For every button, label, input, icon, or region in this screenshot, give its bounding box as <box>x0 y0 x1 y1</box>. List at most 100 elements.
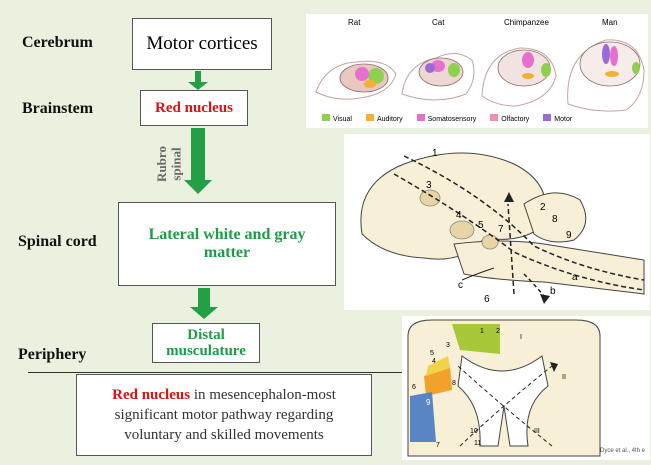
summary-line3: voluntary and skilled movements <box>124 427 324 443</box>
legend-motor: Motor <box>543 114 572 123</box>
distal-line1: Distal <box>187 327 225 343</box>
distal-line2: musculature <box>166 343 246 359</box>
tract-label: Rubro spinal <box>150 140 190 190</box>
rat-visual <box>368 68 384 84</box>
green-lamina <box>452 324 500 354</box>
man-auditory <box>605 71 619 77</box>
summary-box: Red nucleus in mesencephalon-most signif… <box>76 374 372 456</box>
species-legend: Visual Auditory Somatosensory Olfactory … <box>322 114 572 123</box>
cat-visual <box>448 63 460 77</box>
level-cerebrum: Cerebrum <box>22 34 93 51</box>
arrow-cord-to-distal <box>198 288 210 308</box>
cord-label-2: 2 <box>496 328 500 335</box>
brain-label-c: c <box>458 280 463 291</box>
motor-cortices-box: Motor cortices <box>132 18 272 70</box>
arrowhead-up <box>504 192 514 202</box>
brain-label-2: 2 <box>540 202 546 213</box>
cat-motor <box>425 63 435 73</box>
yellow-lamina <box>426 356 450 376</box>
rat-head-outline <box>315 60 397 100</box>
rat-somato <box>355 67 369 81</box>
summary-highlight: Red nucleus <box>112 387 191 403</box>
brain-label-7: 7 <box>498 224 504 235</box>
brain-label-1: 1 <box>432 148 438 159</box>
legend-label-olfactory: Olfactory <box>501 116 530 123</box>
cord-label-10: 10 <box>470 428 478 435</box>
tract-2 <box>393 173 645 291</box>
chimp-visual <box>541 63 551 77</box>
chimp-head-outline <box>481 47 557 107</box>
brain-label-b: b <box>550 286 556 297</box>
cross-arrow <box>550 362 558 372</box>
man-head-outline <box>567 39 645 112</box>
level-periphery: Periphery <box>18 346 87 363</box>
legend-somato: Somatosensory <box>416 114 477 123</box>
arrow-head-3 <box>190 307 218 319</box>
man-brain <box>579 41 641 87</box>
brain-label-4: 4 <box>456 210 462 221</box>
species-brains-svg <box>315 39 645 112</box>
blue-lamina <box>410 392 436 442</box>
brain-label-5: 5 <box>478 220 484 231</box>
cord-label-9: 9 <box>426 398 431 407</box>
species-chimp: Chimpanzee <box>504 18 549 27</box>
arrow-head-1 <box>188 82 208 90</box>
arrowhead-b <box>540 294 550 304</box>
brainstem-outline <box>453 240 645 295</box>
gray-matter <box>457 355 549 447</box>
legend-swatch-motor <box>543 114 552 121</box>
dashed-cross-1 <box>459 365 553 447</box>
legend-auditory: Auditory <box>365 114 403 123</box>
cord-label-4: 4 <box>432 358 436 365</box>
spinal-cord-svg <box>407 319 601 457</box>
brain-label-8: 8 <box>552 214 558 225</box>
brain-label-6: 6 <box>484 294 490 305</box>
cord-label-7: 7 <box>436 442 440 449</box>
arrow-head-2 <box>184 180 212 194</box>
cord-label-6: 6 <box>412 384 416 391</box>
rat-auditory <box>364 80 376 88</box>
cord-label-I: I <box>520 334 522 341</box>
man-motor <box>602 44 610 64</box>
motor-cortices-label: Motor cortices <box>146 33 258 54</box>
legend-swatch-olfactory <box>490 114 499 121</box>
lateral-matter-box: Lateral white and gray matter <box>118 202 336 286</box>
red-nucleus-label: Red nucleus <box>155 99 233 116</box>
summary-line1: Red nucleus in mesencephalon-most <box>112 385 336 405</box>
nucleus-4 <box>449 220 475 240</box>
level-brainstem: Brainstem <box>22 100 94 117</box>
citation: Dyce et al., 4th e <box>600 448 646 454</box>
legend-swatch-somato <box>416 114 425 121</box>
rubrospinal-arrow <box>191 128 205 180</box>
species-cat: Cat <box>432 18 445 27</box>
tract-1 <box>403 155 645 281</box>
legend-label-visual: Visual <box>333 116 352 123</box>
cord-label-3: 3 <box>446 342 450 349</box>
summary-line2: significant motor pathway regarding <box>114 407 334 423</box>
chimp-auditory <box>522 73 534 79</box>
tract-b <box>523 273 545 297</box>
summary-rest: in mesencephalon-most <box>190 387 336 403</box>
brain-pathway-svg <box>360 152 645 304</box>
tract-up <box>507 203 515 295</box>
man-somato <box>610 46 618 66</box>
legend-label-motor: Motor <box>554 116 573 123</box>
tract-label-1: Rubro <box>153 146 169 182</box>
legend-label-auditory: Auditory <box>376 116 403 123</box>
brain-label-9: 9 <box>566 230 572 241</box>
lateral-matter-line2: matter <box>203 244 251 261</box>
cerebellum-outline <box>523 192 587 243</box>
red-nucleus-box: Red nucleus <box>140 90 248 126</box>
brain-label-a: a <box>572 272 578 283</box>
spinal-cord-panel: 1 2 3 4 5 6 7 8 9 10 11 I II III Dyce et… <box>402 316 650 460</box>
legend-label-somato: Somatosensory <box>427 116 477 123</box>
species-rat: Rat <box>348 18 361 27</box>
cord-label-II: II <box>562 374 566 381</box>
legend-swatch-visual <box>322 114 330 121</box>
cord-label-11: 11 <box>474 440 482 447</box>
tract-c <box>461 267 495 281</box>
legend-swatch-auditory <box>365 114 374 121</box>
distal-box: Distal musculature <box>152 323 260 363</box>
cord-label-8: 8 <box>452 380 456 387</box>
chimp-somato <box>522 52 534 68</box>
